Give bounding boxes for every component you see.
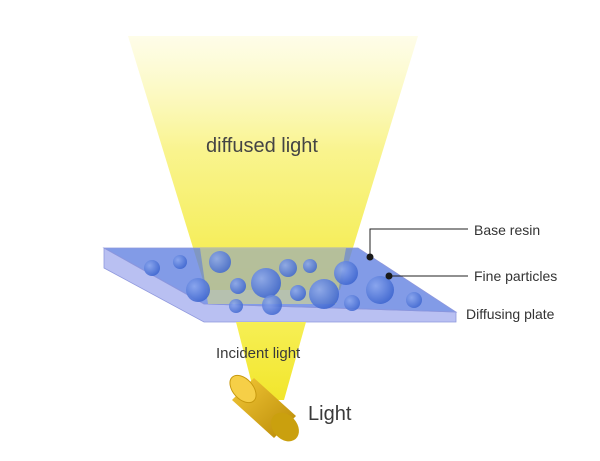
fine-particle (209, 251, 231, 273)
base-resin-leader (369, 228, 468, 257)
fine-particle (279, 259, 297, 277)
fine-particle (262, 295, 282, 315)
fine-particles-label: Fine particles (474, 268, 558, 284)
fine-particle (229, 299, 243, 313)
incident-light-label: Incident light (216, 345, 301, 362)
fine-particle (290, 285, 306, 301)
fine-particle (366, 276, 394, 304)
diffused-light-beam (128, 36, 418, 290)
leader-lines (369, 228, 468, 277)
fine-particles-group (144, 251, 422, 315)
base-resin-label: Base resin (474, 222, 541, 238)
diffused-light-label: diffused light (206, 135, 318, 157)
light-source (229, 374, 299, 442)
fine-particle (144, 260, 160, 276)
diffusing-plate-label: Diffusing plate (466, 306, 555, 322)
fine-particle (186, 278, 210, 302)
fine-particle (173, 255, 187, 269)
fine-particle (334, 261, 358, 285)
fine-particle (309, 279, 339, 309)
fine-particle (344, 295, 360, 311)
fine-particle (406, 292, 422, 308)
fine-particles-marker (385, 272, 393, 280)
base-resin-marker (366, 253, 374, 261)
light-label: Light (308, 403, 352, 425)
fine-particle (230, 278, 246, 294)
fine-particle (303, 259, 317, 273)
fine-particle (251, 268, 281, 298)
